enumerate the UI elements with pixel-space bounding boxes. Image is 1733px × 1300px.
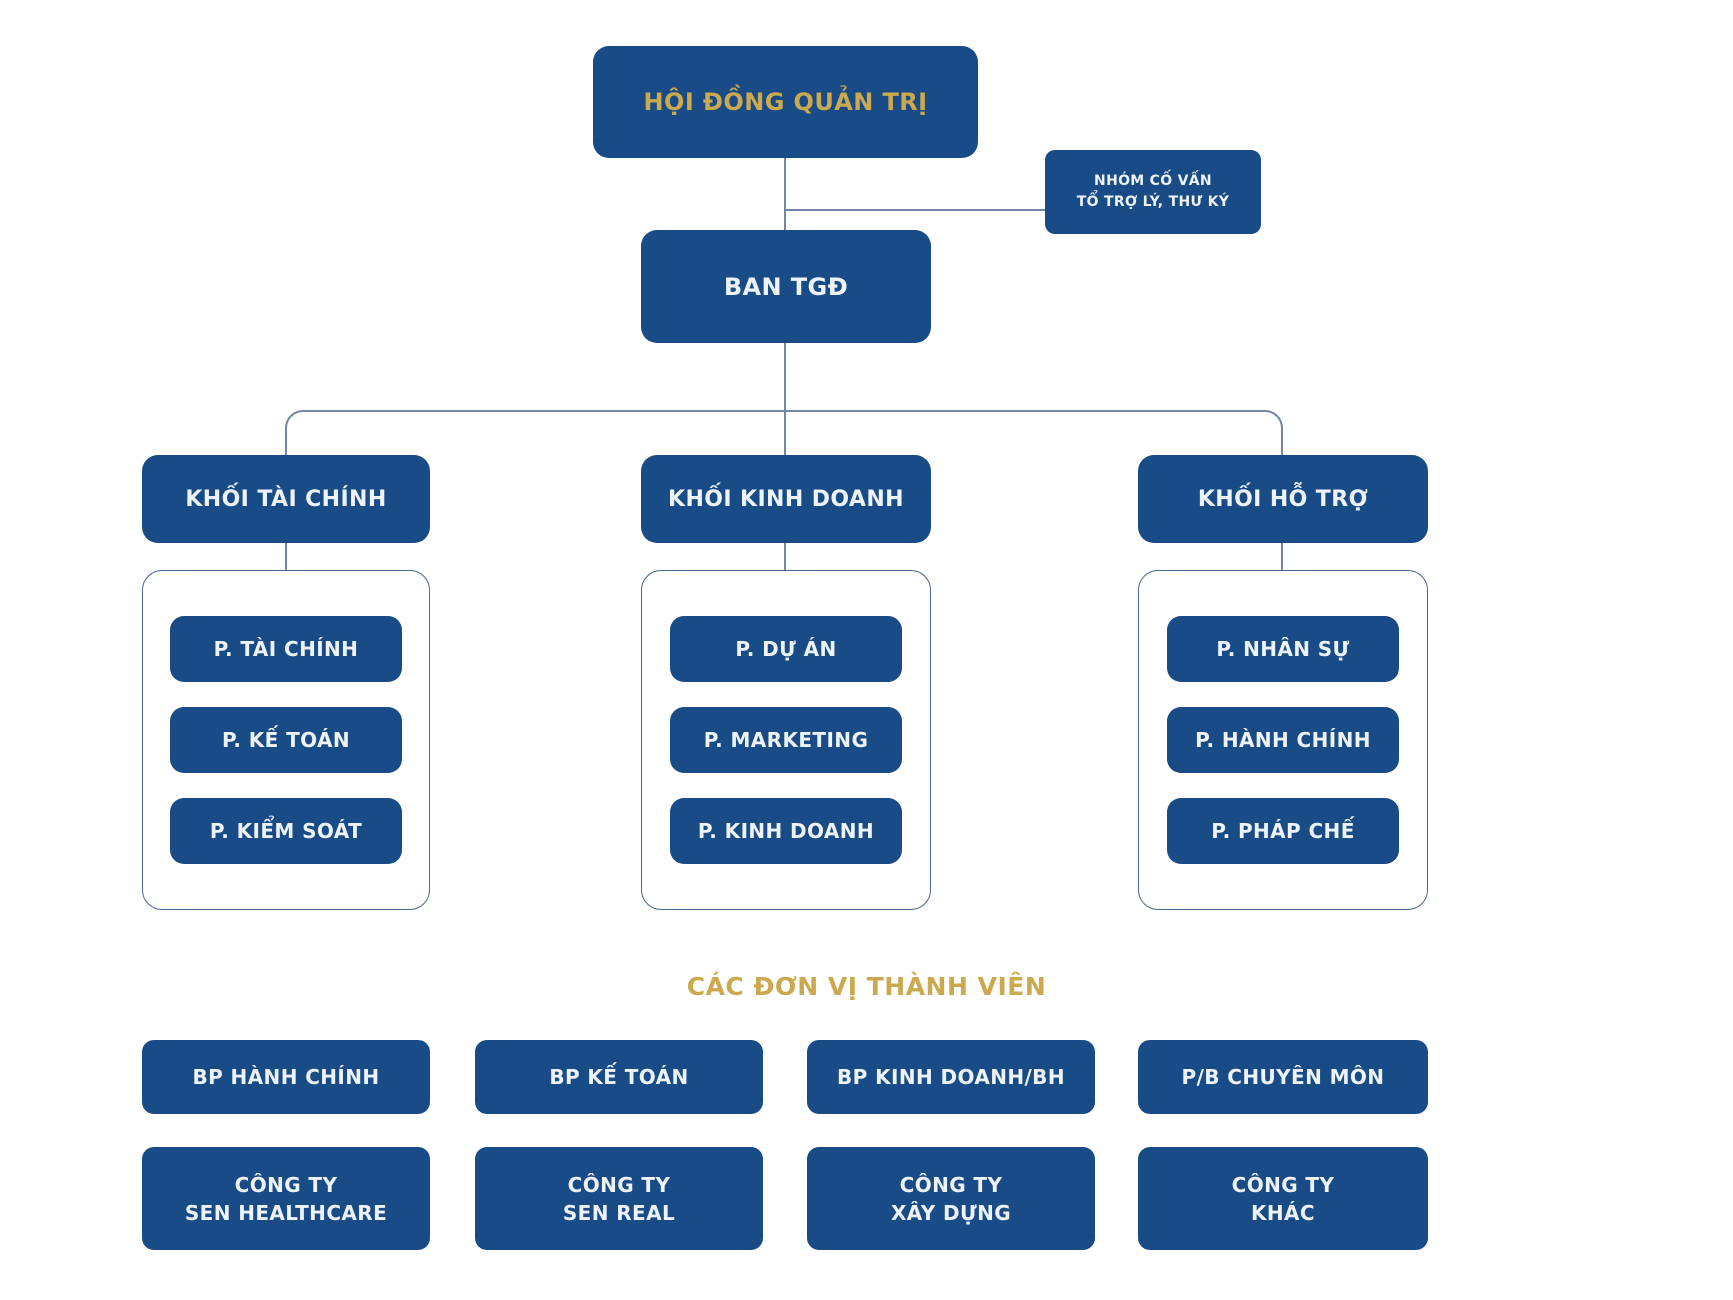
department-box: P. DỰ ÁN — [670, 616, 902, 682]
department-box: P. KINH DOANH — [670, 798, 902, 864]
division-box-support: KHỐI HỖ TRỢ — [1138, 455, 1428, 543]
advisor-line-1: NHÓM CỐ VẤN — [1094, 173, 1212, 189]
member-company-box: CÔNG TY XÂY DỰNG — [807, 1147, 1095, 1250]
company-line-1: CÔNG TY — [234, 1172, 338, 1197]
department-group-finance: P. TÀI CHÍNH P. KẾ TOÁN P. KIỂM SOÁT — [142, 570, 430, 910]
connector-support-group — [1281, 543, 1283, 571]
member-company-box: CÔNG TY SEN HEALTHCARE — [142, 1147, 430, 1250]
department-group-support: P. NHÂN SỰ P. HÀNH CHÍNH P. PHÁP CHẾ — [1138, 570, 1428, 910]
department-box: P. MARKETING — [670, 707, 902, 773]
division-label-business: KHỐI KINH DOANH — [668, 486, 904, 512]
company-line-1: CÔNG TY — [899, 1172, 1003, 1197]
department-group-business: P. DỰ ÁN P. MARKETING P. KINH DOANH — [641, 570, 931, 910]
advisor-group-box: NHÓM CỐ VẤN TỔ TRỢ LÝ, THƯ KÝ — [1045, 150, 1261, 234]
department-box: P. NHÂN SỰ — [1167, 616, 1399, 682]
department-box: P. PHÁP CHẾ — [1167, 798, 1399, 864]
board-of-directors-label: HỘI ĐỒNG QUẢN TRỊ — [643, 88, 928, 116]
division-label-finance: KHỐI TÀI CHÍNH — [185, 486, 387, 512]
company-line-1: CÔNG TY — [567, 1172, 671, 1197]
company-line-2: SEN REAL — [562, 1200, 676, 1225]
company-line-2: SEN HEALTHCARE — [184, 1200, 388, 1225]
general-director-label: BAN TGĐ — [723, 272, 849, 301]
board-of-directors-box: HỘI ĐỒNG QUẢN TRỊ — [593, 46, 978, 158]
company-line-1: CÔNG TY — [1231, 1172, 1335, 1197]
member-company-box: CÔNG TY SEN REAL — [475, 1147, 763, 1250]
connector-board-to-ceo — [784, 158, 786, 230]
department-box: P. KẾ TOÁN — [170, 707, 402, 773]
company-line-2: XÂY DỰNG — [890, 1200, 1012, 1225]
members-section-heading: CÁC ĐƠN VỊ THÀNH VIÊN — [686, 972, 1047, 1001]
division-label-support: KHỐI HỖ TRỢ — [1197, 486, 1369, 512]
member-unit-box: BP HÀNH CHÍNH — [142, 1040, 430, 1114]
general-director-box: BAN TGĐ — [641, 230, 931, 343]
member-unit-box: BP KINH DOANH/BH — [807, 1040, 1095, 1114]
division-box-business: KHỐI KINH DOANH — [641, 455, 931, 543]
division-box-finance: KHỐI TÀI CHÍNH — [142, 455, 430, 543]
department-box: P. KIỂM SOÁT — [170, 798, 402, 864]
connector-business-group — [784, 543, 786, 571]
department-box: P. HÀNH CHÍNH — [1167, 707, 1399, 773]
member-unit-box: P/B CHUYÊN MÔN — [1138, 1040, 1428, 1114]
department-box: P. TÀI CHÍNH — [170, 616, 402, 682]
connector-divisions-rail — [285, 410, 1283, 456]
company-line-2: KHÁC — [1251, 1200, 1315, 1225]
connector-finance-group — [285, 543, 287, 571]
member-unit-box: BP KẾ TOÁN — [475, 1040, 763, 1114]
member-company-box: CÔNG TY KHÁC — [1138, 1147, 1428, 1250]
connector-board-to-advisor — [785, 209, 1045, 211]
advisor-line-2: TỔ TRỢ LÝ, THƯ KÝ — [1076, 194, 1230, 210]
connector-ceo-to-divisions — [784, 343, 786, 456]
